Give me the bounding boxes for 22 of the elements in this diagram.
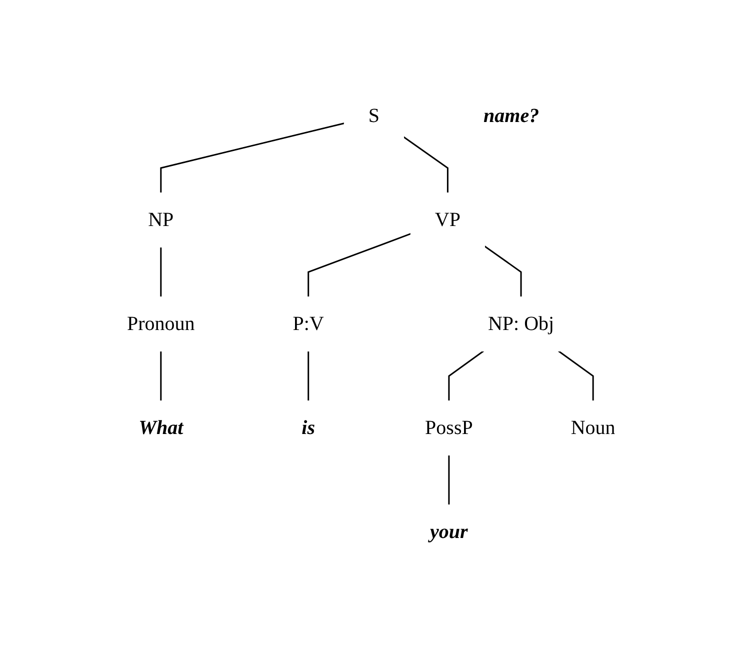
connector: [402, 136, 448, 192]
node-text: S: [368, 104, 380, 126]
node-text: P:V: [292, 312, 324, 334]
node-text: NP: [148, 208, 174, 230]
node-text: name?: [483, 104, 539, 126]
connector: [160, 122, 344, 192]
node-text: NP: Obj: [488, 312, 554, 334]
node-text: What: [138, 416, 183, 438]
connector: [448, 350, 484, 400]
connector: [160, 350, 162, 400]
node-text: Noun: [570, 416, 616, 438]
node-text: your: [430, 520, 468, 542]
node-text: PossP: [424, 416, 473, 438]
connector: [484, 244, 522, 296]
connector: [558, 350, 594, 400]
connector: [160, 246, 162, 296]
node-text: VP: [434, 208, 460, 230]
connector: [448, 454, 450, 504]
node-text: Pronoun: [126, 312, 195, 334]
connector: [307, 350, 309, 400]
node-text: is: [302, 416, 315, 438]
connector: [307, 232, 412, 296]
